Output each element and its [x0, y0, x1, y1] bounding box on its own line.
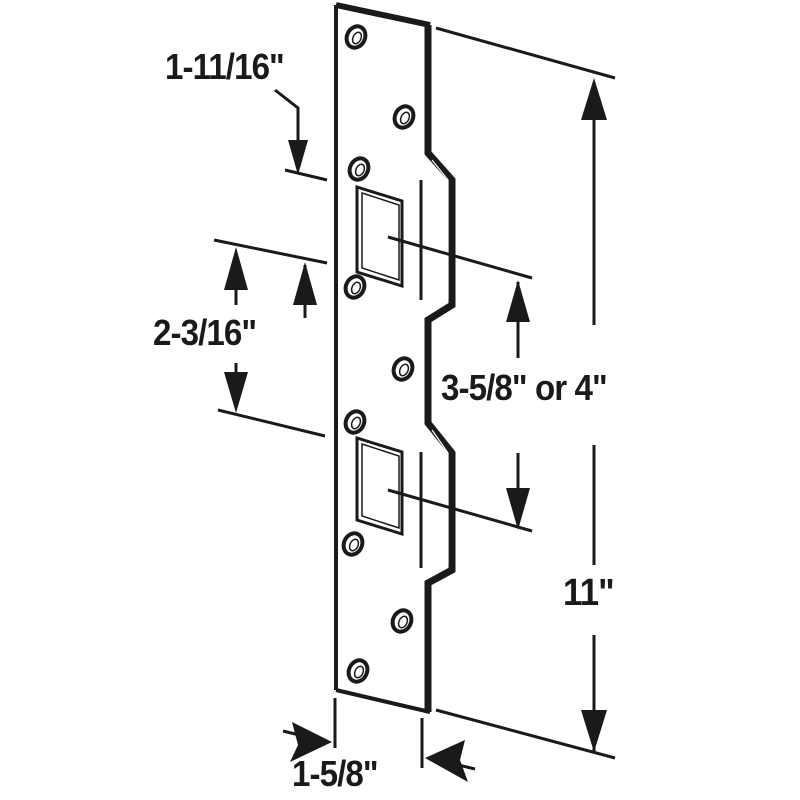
screw-hole-icon [343, 409, 367, 435]
arrow-right-icon [290, 722, 332, 762]
screw-hole-icon [347, 156, 371, 182]
strike-opening-lower [355, 435, 404, 537]
screw-hole-icon [341, 531, 365, 557]
screw-hole-icon [346, 658, 370, 684]
dimension-label-plate-width: 1-5/8" [292, 753, 379, 794]
screw-hole-icon [344, 24, 368, 50]
arrow-left-icon [425, 740, 468, 782]
arrow-down-icon [288, 140, 308, 175]
screw-hole-icon [343, 274, 367, 300]
screw-holes [341, 24, 416, 684]
arrow-up-icon [581, 78, 607, 120]
strike-opening-upper [355, 184, 404, 289]
dimension-label-strike-opening-spacing: 2-3/16" [153, 312, 257, 353]
screw-hole-icon [390, 608, 414, 634]
dimension-label-strike-center-spacing: 3-5/8" or 4" [441, 367, 608, 408]
screw-hole-icon [392, 104, 416, 130]
arrow-down-icon [581, 710, 607, 752]
dimension-label-top-hole-offset: 1-11/16" [165, 46, 285, 87]
arrowheads [224, 78, 607, 782]
arrow-up-icon [506, 280, 530, 322]
strike-plate [334, 2, 456, 714]
dimension-label-overall-length: 11" [563, 572, 615, 614]
arrow-down-icon [224, 372, 248, 413]
strike-openings [355, 184, 404, 537]
arrow-up-icon [224, 247, 248, 290]
arrow-up-icon [293, 262, 317, 305]
screw-hole-icon [391, 356, 415, 382]
arrow-down-icon [506, 488, 530, 530]
